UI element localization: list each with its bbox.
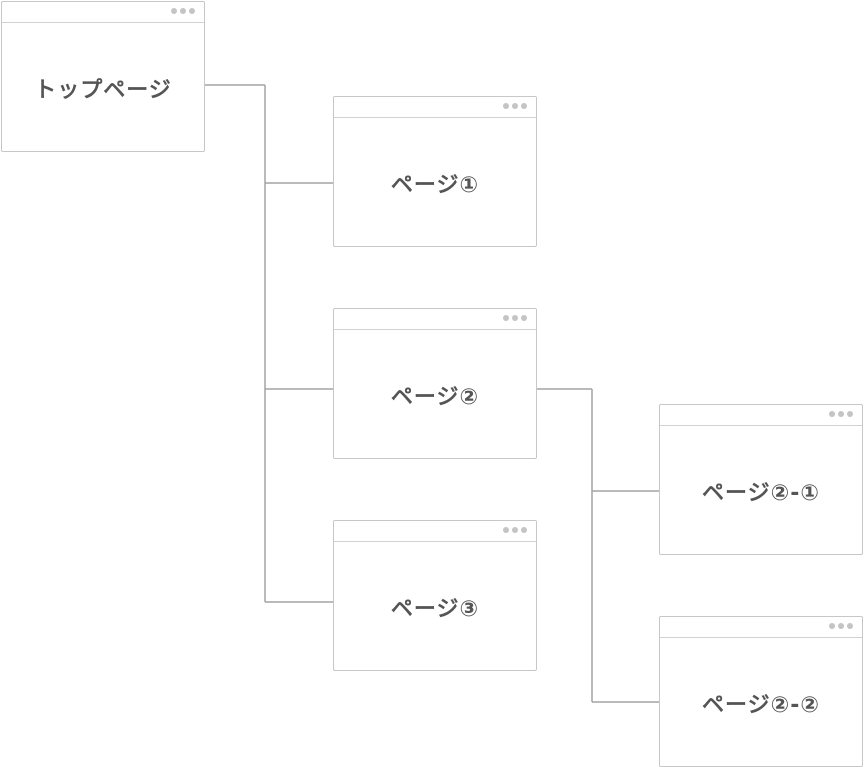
page-box-3[interactable]: ページ③ — [333, 520, 537, 671]
window-dots-icon — [171, 8, 195, 14]
page-label-2: ページ② — [390, 384, 480, 410]
page-box-top[interactable]: トップページ — [1, 1, 205, 152]
page-box-1[interactable]: ページ① — [333, 96, 537, 247]
page-box-2[interactable]: ページ② — [333, 308, 537, 459]
page-box-2-1[interactable]: ページ②-① — [659, 404, 863, 555]
window-dots-icon — [503, 527, 527, 533]
window-titlebar — [660, 405, 862, 426]
page-label-3: ページ③ — [390, 596, 480, 622]
window-dots-icon — [503, 103, 527, 109]
window-dots-icon — [503, 315, 527, 321]
window-titlebar — [334, 97, 536, 118]
page-label-2-1: ページ②-① — [702, 480, 820, 506]
page-label-2-2: ページ②-② — [702, 692, 820, 718]
window-titlebar — [334, 521, 536, 542]
window-dots-icon — [829, 411, 853, 417]
page-box-2-2[interactable]: ページ②-② — [659, 616, 863, 767]
window-titlebar — [2, 2, 204, 23]
page-label-top: トップページ — [34, 77, 172, 103]
window-titlebar — [660, 617, 862, 638]
window-dots-icon — [829, 623, 853, 629]
page-label-1: ページ① — [390, 172, 480, 198]
window-titlebar — [334, 309, 536, 330]
